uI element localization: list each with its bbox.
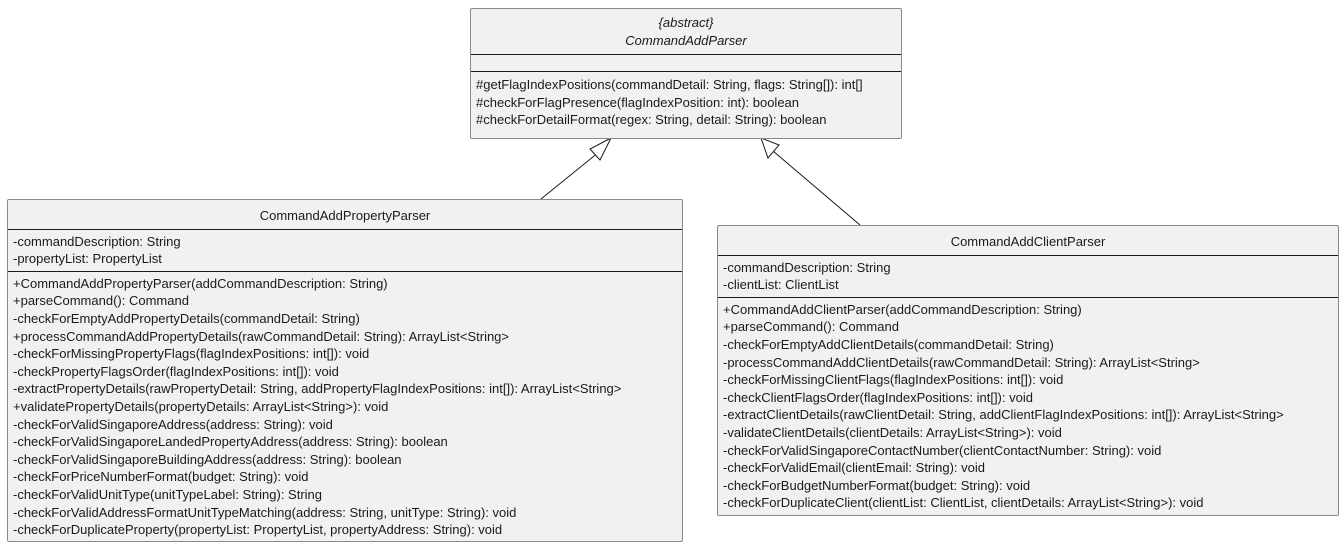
class-name: CommandAddClientParser [950,234,1106,249]
method: +parseCommand(): Command [723,319,899,335]
method: -extractPropertyDetails(rawPropertyDetai… [13,381,622,397]
attribute: -propertyList: PropertyList [13,251,162,267]
method: -checkClientFlagsOrder(flagIndexPosition… [723,389,1033,405]
method: -checkForDuplicateClient(clientList: Cli… [723,495,1204,511]
attributes-section [471,54,901,71]
method: #getFlagIndexPositions(commandDetail: St… [476,77,863,93]
method: +processCommandAddPropertyDetails(rawCom… [13,328,510,344]
attributes-section: -commandDescription: String -clientList:… [718,254,1338,297]
class-name: CommandAddParser [625,32,747,48]
method: -checkForValidEmail(clientEmail: String)… [723,460,986,476]
method: -checkPropertyFlagsOrder(flagIndexPositi… [13,363,339,379]
attributes-section: -commandDescription: String -propertyLis… [8,228,682,271]
method: -checkForValidUnitType(unitTypeLabel: St… [13,486,323,502]
method: -checkForValidSingaporeLandedPropertyAdd… [13,434,448,450]
edge-client-to-abstract [772,150,861,226]
method: #checkForFlagPresence(flagIndexPosition:… [476,94,800,110]
method: +CommandAddPropertyParser(addCommandDesc… [13,275,388,291]
class-stereotype: {abstract} [658,15,714,30]
method: -processCommandAddClientDetails(rawComma… [723,354,1200,370]
method: -extractClientDetails(rawClientDetail: S… [723,407,1284,423]
attribute: -commandDescription: String [13,233,181,249]
generalization-arrowhead-client [760,137,780,159]
class-command-add-parser: {abstract} CommandAddParser #getFlagInde… [470,8,902,139]
class-name: CommandAddPropertyParser [259,208,431,223]
method: -checkForValidAddressFormatUnitTypeMatch… [13,504,517,520]
method: +CommandAddClientParser(addCommandDescri… [723,301,1082,317]
method: -checkForValidSingaporeBuildingAddress(a… [13,451,402,467]
method: #checkForDetailFormat(regex: String, det… [476,112,827,128]
method: -validateClientDetails(clientDetails: Ar… [723,424,1062,440]
class-header: CommandAddPropertyParser [8,200,682,229]
method: -checkForValidSingaporeContactNumber(cli… [723,442,1162,458]
method: +validatePropertyDetails(propertyDetails… [13,398,389,414]
method: -checkForPriceNumberFormat(budget: Strin… [13,469,309,485]
method: +parseCommand(): Command [13,293,189,309]
attribute: -clientList: ClientList [723,277,839,293]
method: -checkForMissingPropertyFlags(flagIndexP… [13,346,370,362]
methods-section: +CommandAddClientParser(addCommandDescri… [718,296,1338,515]
methods-section: #getFlagIndexPositions(commandDetail: St… [471,71,901,132]
generalization-arrowhead-property [589,136,613,161]
method: -checkForEmptyAddPropertyDetails(command… [13,310,360,326]
method: -checkForDuplicateProperty(propertyList:… [13,522,503,538]
class-command-add-client-parser: CommandAddClientParser -commandDescripti… [717,225,1339,516]
class-header: CommandAddClientParser [718,226,1338,255]
methods-section: +CommandAddPropertyParser(addCommandDesc… [8,270,682,542]
method: -checkForBudgetNumberFormat(budget: Stri… [723,477,1031,493]
edge-property-to-abstract [540,151,600,200]
method: -checkForMissingClientFlags(flagIndexPos… [723,372,1064,388]
attribute: -commandDescription: String [723,259,891,275]
class-command-add-property-parser: CommandAddPropertyParser -commandDescrip… [7,199,683,542]
method: -checkForEmptyAddClientDetails(commandDe… [723,336,1054,352]
method: -checkForValidSingaporeAddress(address: … [13,416,333,432]
class-header: {abstract} CommandAddParser [471,9,901,54]
